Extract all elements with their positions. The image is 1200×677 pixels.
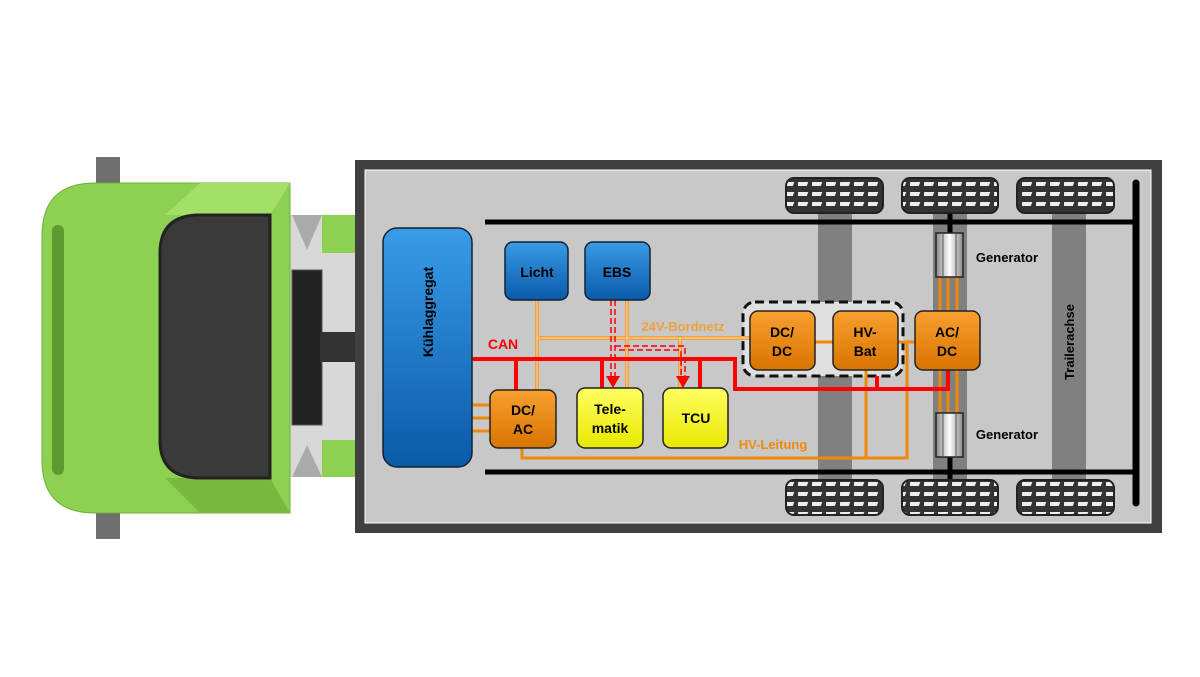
tire: [901, 479, 999, 516]
ebs-label: EBS: [603, 264, 632, 280]
arrow-icon: [606, 376, 620, 388]
dcac-box: DC/ AC: [489, 389, 557, 449]
trailer-axle-band: [1052, 183, 1086, 503]
hvbat-label-1: HV-: [853, 324, 877, 340]
cab-wheel-top: [96, 157, 120, 187]
telematik-label-1: Tele-: [594, 401, 626, 417]
coupling: [291, 269, 323, 426]
licht-label: Licht: [520, 264, 554, 280]
trailerachse-label: Trailerachse: [1062, 304, 1077, 380]
ebs-box: EBS: [584, 241, 651, 301]
generator-bottom-label: Generator: [976, 427, 1038, 442]
truck-cab: [41, 157, 357, 539]
telematik-label-2: matik: [592, 420, 629, 436]
windshield: [158, 213, 272, 480]
acdc-label-1: AC/: [935, 324, 959, 340]
hvbat-label-2: Bat: [854, 343, 877, 359]
cab-wheel-bottom: [96, 509, 120, 539]
ebs-signal: [610, 300, 686, 378]
telematik-box: Tele- matik: [576, 387, 644, 449]
hv-leitung-label: HV-Leitung: [739, 437, 808, 452]
bordnetz-label: 24V-Bordnetz: [641, 319, 725, 334]
kuehlaggregat-label: Kühlaggregat: [420, 267, 436, 358]
licht-box: Licht: [504, 241, 569, 301]
tire: [1016, 479, 1115, 516]
kuehlaggregat-box: Kühlaggregat: [382, 227, 473, 468]
tcu-label: TCU: [682, 410, 711, 426]
acdc-label-2: DC: [937, 343, 957, 359]
24v-wiring-inner: [536, 300, 750, 390]
generator-top: Generator: [935, 232, 1038, 278]
hvbat-box: HV- Bat: [832, 310, 899, 371]
tire: [785, 177, 884, 214]
arrow-icon: [676, 376, 690, 388]
dcac-label-1: DC/: [511, 402, 535, 418]
generator-top-label: Generator: [976, 250, 1038, 265]
can-label: CAN: [488, 336, 518, 352]
dcdc-label-2: DC: [772, 343, 792, 359]
hv-wiring: [472, 277, 959, 460]
tire: [785, 479, 884, 516]
dcdc-label-1: DC/: [770, 324, 794, 340]
dcac-label-2: AC: [513, 421, 533, 437]
acdc-box: AC/ DC: [914, 310, 981, 371]
dcdc-box: DC/ DC: [749, 310, 816, 371]
tcu-box: TCU: [662, 387, 729, 449]
tires: [785, 177, 1115, 516]
tire: [901, 177, 999, 214]
trailer: [355, 160, 1162, 533]
tire: [1016, 177, 1115, 214]
generator-bottom: Generator: [935, 412, 1038, 458]
can-bus: [472, 357, 950, 391]
